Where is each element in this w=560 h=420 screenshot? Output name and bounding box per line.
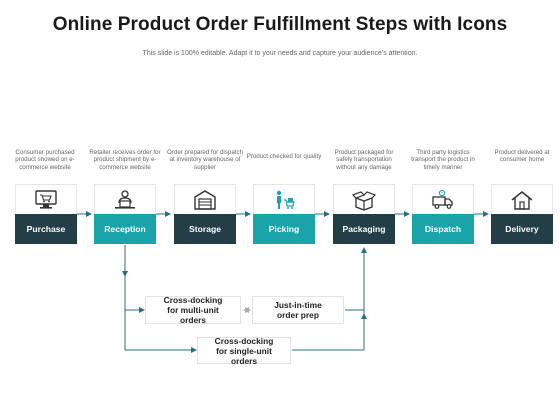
- person-at-laptop-icon: [115, 190, 135, 209]
- option-cross-docking-single-unit: Cross-docking for single-unit orders: [197, 336, 291, 366]
- page-subtitle: This slide is 100% editable. Adapt it to…: [142, 50, 418, 57]
- step-icon-box-packaging: [333, 184, 395, 216]
- step-dispatch: Dispatch: [412, 214, 474, 244]
- step-description-storage: Order prepared for dispatch at inventory…: [167, 149, 244, 171]
- step-icon-box-delivery: [491, 184, 553, 216]
- step-reception: Reception: [94, 214, 156, 244]
- step-description-reception: Retailer receives order for product ship…: [89, 149, 161, 171]
- step-icon-box-reception: [94, 184, 156, 216]
- house-icon: [511, 191, 533, 210]
- step-icon-box-picking: [253, 184, 315, 216]
- step-description-purchase: Consumer purchased product showed on e-c…: [15, 149, 75, 171]
- option-cross-docking-multi-unit: Cross-docking for multi-unit orders: [145, 295, 241, 325]
- step-description-packaging: Product packaged for safely transportati…: [334, 149, 394, 171]
- step-storage: Storage: [174, 214, 236, 244]
- warehouse-icon: [194, 190, 216, 210]
- option-just-in-time: Just-in-time order prep: [252, 296, 344, 324]
- page-title: Online Product Order Fulfillment Steps w…: [52, 14, 508, 35]
- step-icon-box-storage: [174, 184, 236, 216]
- delivery-truck-icon: [432, 189, 453, 209]
- step-packaging: Packaging: [333, 214, 395, 244]
- step-purchase: Purchase: [15, 214, 77, 244]
- step-description-dispatch: Third party logistics transport the prod…: [411, 149, 475, 171]
- step-description-picking: Product checked for quality: [246, 153, 322, 160]
- step-delivery: Delivery: [491, 214, 553, 244]
- step-description-delivery: Product delivered at consumer home: [494, 149, 550, 164]
- step-icon-box-purchase: [15, 184, 77, 216]
- step-icon-box-dispatch: [412, 184, 474, 216]
- computer-cart-icon: [35, 190, 57, 209]
- worker-with-cart-icon: [276, 190, 295, 209]
- step-picking: Picking: [253, 214, 315, 244]
- open-box-icon: [351, 191, 377, 211]
